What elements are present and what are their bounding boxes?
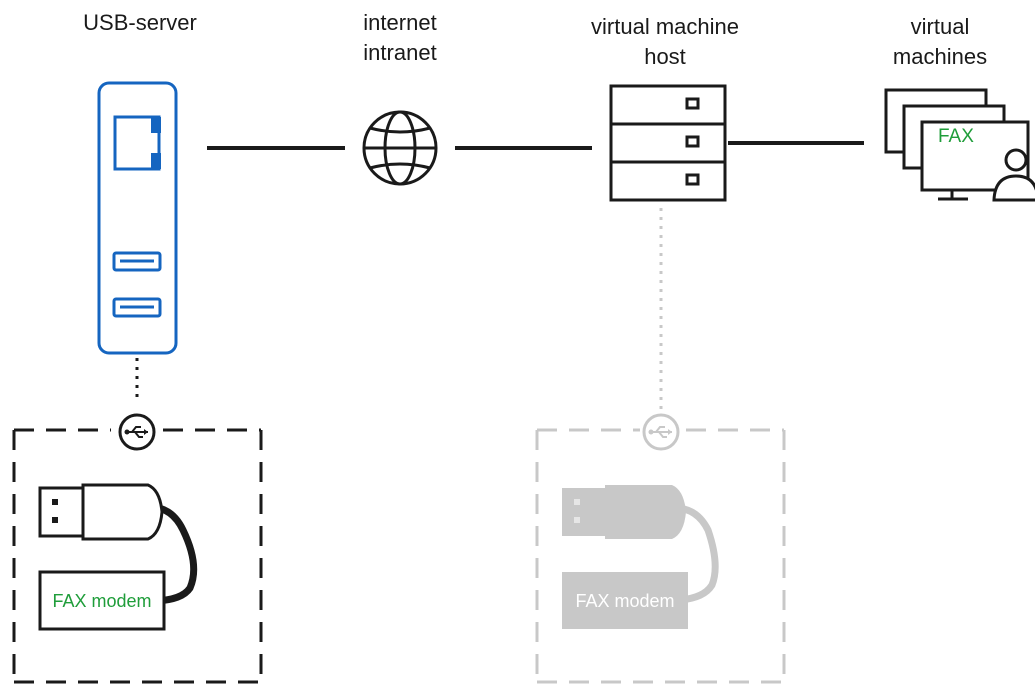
usb-server-device (97, 81, 178, 355)
network-label: internet intranet (345, 8, 455, 68)
network-label-line-1: internet (363, 10, 437, 35)
usb-port-icon (112, 251, 162, 272)
usb-plug-icon (562, 485, 719, 604)
vm-host-label-line-2: host (644, 44, 686, 69)
usb-server-label: USB-server (60, 8, 220, 38)
inactive-device-group (535, 428, 786, 684)
usb-symbol-icon (642, 413, 680, 451)
active-device-group (12, 428, 263, 684)
usb-plug-icon (38, 483, 198, 605)
network-label-line-2: intranet (363, 40, 437, 65)
fax-modem-label-inactive: FAX modem (575, 591, 674, 611)
user-icon (992, 148, 1035, 202)
virtual-machines-label-line-2: machines (892, 44, 988, 69)
vm-host-label-line-1: virtual machine (591, 14, 739, 39)
vm-host-label: virtual machine host (565, 12, 765, 72)
fax-modem-label: FAX modem (52, 591, 151, 611)
usb-server-title: USB-server (83, 10, 197, 35)
virtual-machines-icon (884, 88, 1030, 201)
fax-modem-device (38, 570, 166, 631)
ethernet-port-icon (113, 115, 161, 171)
virtual-machines-label-line-1: virtual (910, 14, 970, 39)
fax-modem-device-inactive (562, 572, 688, 629)
usb-symbol-icon (118, 413, 156, 451)
globe-icon (362, 110, 438, 186)
virtual-machines-label: virtual machines (880, 12, 1000, 72)
monitor-fax-text: FAX (938, 126, 974, 147)
server-icon (609, 84, 727, 202)
usb-port-icon (112, 297, 162, 318)
